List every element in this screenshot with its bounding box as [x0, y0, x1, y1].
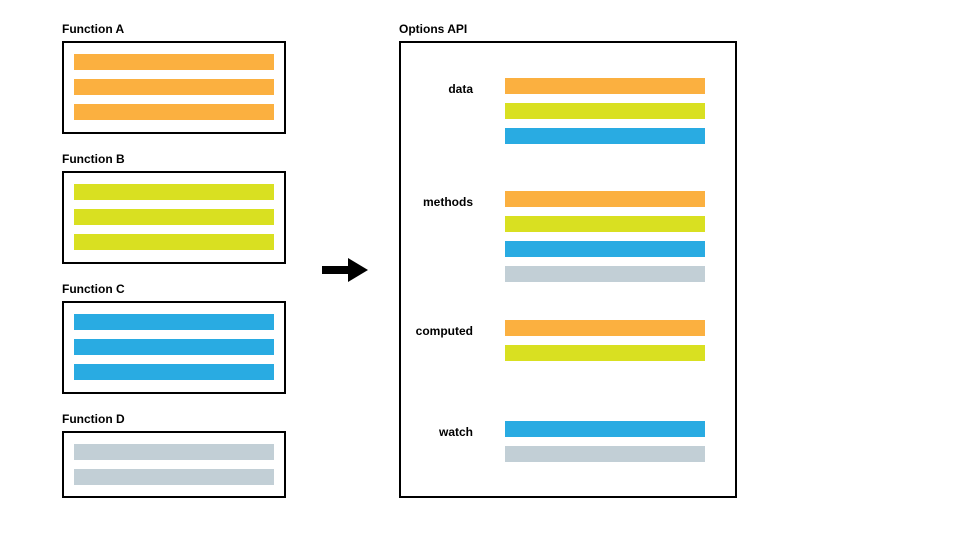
function-c-bar-3	[74, 364, 274, 380]
function-d-bar-1	[74, 444, 274, 460]
section-label-methods: methods	[422, 195, 473, 209]
data-bar-3	[505, 128, 705, 144]
methods-bar-3	[505, 241, 705, 257]
function-b-bar-1	[74, 184, 274, 200]
function-c-bar-1	[74, 314, 274, 330]
function-b-bar-3	[74, 234, 274, 250]
function-a-bar-2	[74, 79, 274, 95]
function-b-box	[62, 171, 286, 264]
section-label-watch: watch	[438, 425, 473, 439]
methods-bar-1	[505, 191, 705, 207]
options-api-title: Options API	[399, 22, 468, 36]
function-d-title: Function D	[62, 412, 125, 426]
watch-bar-1	[505, 421, 705, 437]
computed-bar-2	[505, 345, 705, 361]
section-label-data: data	[448, 82, 473, 96]
methods-bar-4	[505, 266, 705, 282]
computed-bar-1	[505, 320, 705, 336]
right-arrow-icon	[322, 258, 368, 282]
options-api-box: data methods computed watch	[399, 41, 737, 498]
data-bar-2	[505, 103, 705, 119]
data-bar-1	[505, 78, 705, 94]
function-d-box	[62, 431, 286, 498]
function-c-bar-2	[74, 339, 274, 355]
section-label-computed: computed	[415, 324, 473, 338]
function-a-bar-3	[74, 104, 274, 120]
function-a-bar-1	[74, 54, 274, 70]
function-a-title: Function A	[62, 22, 125, 36]
function-b-title: Function B	[62, 152, 125, 166]
methods-bar-2	[505, 216, 705, 232]
function-c-title: Function C	[62, 282, 125, 296]
function-d-bar-2	[74, 469, 274, 485]
function-c-box	[62, 301, 286, 394]
function-b-bar-2	[74, 209, 274, 225]
watch-bar-2	[505, 446, 705, 462]
function-a-box	[62, 41, 286, 134]
